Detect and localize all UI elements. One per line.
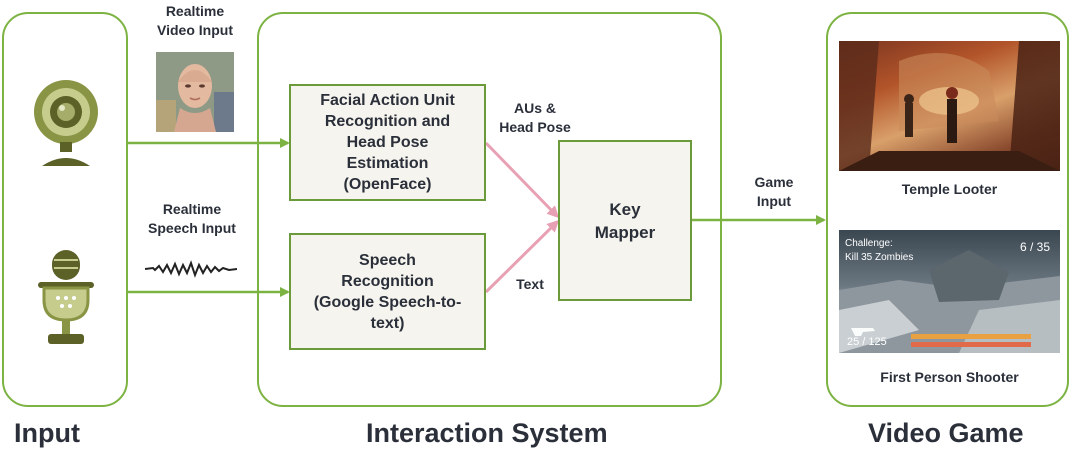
input-section-title: Input [14, 418, 80, 448]
microphone-icon [32, 248, 100, 348]
interaction-section-title: Interaction System [366, 418, 608, 448]
facial-au-recognition-text: Facial Action Unit Recognition and Head … [320, 92, 455, 193]
temple-looter-label: Temple Looter [901, 181, 998, 197]
facial-to-mapper-arrow [484, 141, 560, 219]
video-game-section-title: Video Game [868, 418, 1024, 448]
fps-screenshot: Challenge: Kill 35 Zombies 6 / 35 25 / 1… [839, 230, 1060, 353]
facial-au-recognition-box: Facial Action Unit Recognition and Head … [289, 84, 486, 201]
speech-recognition-text: Speech Recognition (Google Speech-to- te… [313, 251, 462, 332]
waveform-icon [144, 260, 238, 278]
temple-looter-screenshot [839, 41, 1060, 171]
fps-task-text: Kill 35 Zombies [845, 252, 914, 263]
fps-challenge-text: Challenge: [845, 238, 893, 249]
key-mapper-box: Key Mapper [558, 140, 692, 301]
text-label: Text [516, 276, 544, 292]
webcam-icon [32, 78, 100, 168]
speech-input-label: Realtime Speech Input [148, 201, 236, 236]
aus-head-pose-label: AUs & Head Pose [499, 100, 571, 135]
fps-counter-text: 6 / 35 [1019, 240, 1050, 254]
face-thumbnail [156, 52, 234, 132]
video-input-label: Realtime Video Input [157, 3, 233, 38]
speech-to-mapper-arrow [484, 219, 560, 294]
key-mapper-text: Key Mapper [594, 199, 656, 242]
fps-ammo-text: 25 / 125 [847, 336, 887, 348]
speech-recognition-box: Speech Recognition (Google Speech-to- te… [289, 233, 486, 350]
game-input-label: Game Input [754, 174, 794, 209]
fps-label: First Person Shooter [880, 369, 1019, 385]
